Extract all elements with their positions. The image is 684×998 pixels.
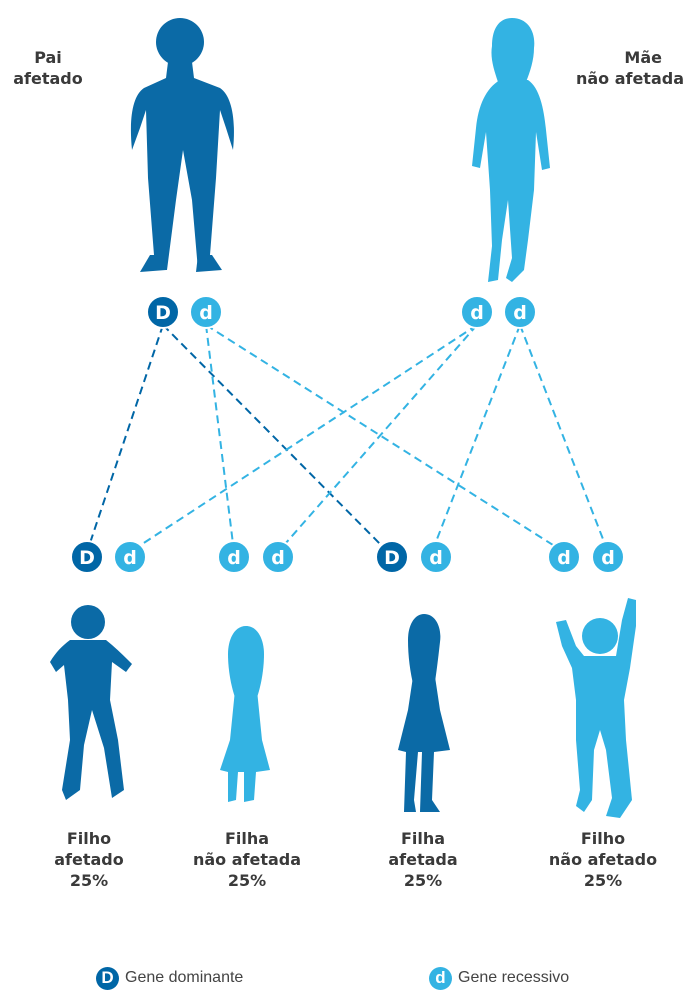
child3-label-line2: afetada [388,850,458,869]
child1-allele-D: D [70,540,104,574]
legend-dominant-label: Gene dominante [125,969,244,986]
child2-allele-d2: d [261,540,295,574]
legend-recessive-label: Gene recessivo [458,969,570,986]
father-allele-d: d [189,295,223,329]
mother-silhouette [472,18,550,282]
child3-percentage: 25% [403,871,443,890]
svg-text:D: D [384,547,400,569]
svg-text:d: d [601,547,615,569]
link-mother-d1-to-child1 [129,324,478,553]
child3-silhouette [398,614,450,812]
child1-silhouette [50,605,132,800]
child4-percentage: 25% [583,871,623,890]
child1-label-line1: Filho [66,829,112,848]
svg-text:D: D [155,302,171,324]
father-label: Pai afetado [10,47,86,89]
child2-label: Filha não afetada 25% [184,828,310,891]
child4-allele-d1: d [547,540,581,574]
mother-allele-d2: d [503,295,537,329]
legend-dominant: D Gene dominante [96,965,243,991]
svg-text:d: d [429,547,443,569]
father-silhouette [130,18,234,272]
child2-label-line1: Filha [224,829,270,848]
child1-percentage: 25% [69,871,109,890]
svg-text:d: d [513,302,527,324]
child1-allele-d: d [113,540,147,574]
child1-label-line2: afetado [54,850,124,869]
child4-label-line2: não afetado [548,850,658,869]
mother-label-line2: não afetada [575,69,684,88]
link-mother-d1-to-child2 [277,324,478,553]
dominant-gene-icon: D [96,966,119,990]
child2-silhouette [220,626,270,802]
mother-allele-d1: d [460,295,494,329]
child3-allele-d: d [419,540,453,574]
child3-allele-D: D [375,540,409,574]
link-father-D-to-child3 [162,324,389,553]
child4-label: Filho não afetado 25% [536,828,670,891]
svg-text:d: d [227,547,241,569]
svg-text:d: d [271,547,285,569]
child4-label-line1: Filho [580,829,626,848]
svg-text:d: d [470,302,484,324]
mother-label: Mãe não afetada [562,47,684,89]
father-allele-D: D [146,295,180,329]
mother-label-line1: Mãe [624,48,662,67]
svg-text:d: d [123,547,137,569]
connection-lines [86,324,609,553]
child4-allele-d2: d [591,540,625,574]
link-mother-d2-to-child4 [519,324,609,553]
link-father-D-to-child1 [86,324,164,553]
child2-label-line2: não afetada [192,850,302,869]
svg-text:D: D [79,547,95,569]
legend-recessive: d Gene recessivo [429,965,569,991]
child3-label: Filha afetada 25% [370,828,476,891]
child2-percentage: 25% [227,871,267,890]
child1-label: Filho afetado 25% [34,828,144,891]
svg-text:d: d [557,547,571,569]
recessive-gene-icon: d [429,966,452,990]
child4-silhouette [556,598,636,818]
father-label-line1: Pai [34,48,62,67]
link-father-d-to-child4 [205,324,565,553]
link-father-d-to-child2 [205,324,235,553]
link-mother-d2-to-child3 [431,324,521,553]
father-label-line2: afetado [13,69,83,88]
child2-allele-d1: d [217,540,251,574]
svg-text:d: d [199,302,213,324]
child3-label-line1: Filha [400,829,446,848]
